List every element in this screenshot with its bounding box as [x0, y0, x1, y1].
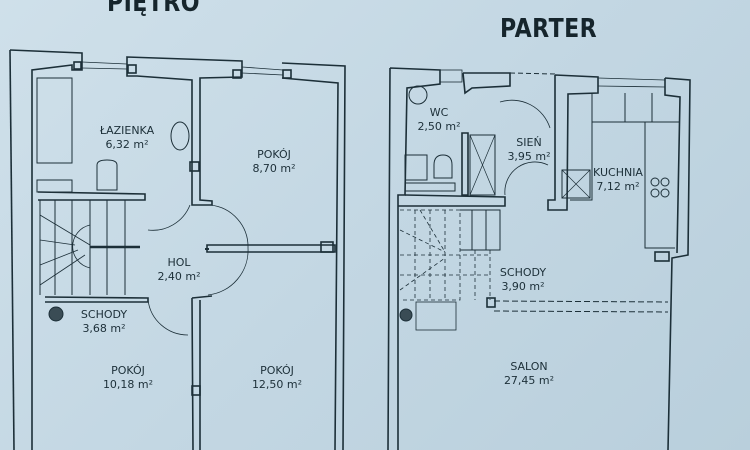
chimney-icon	[399, 308, 413, 322]
room-name: POKÓJ	[111, 364, 145, 377]
room-area: 10,18 m²	[102, 378, 154, 391]
room-name: WC	[429, 106, 449, 119]
staircase-icon	[399, 209, 491, 301]
room-name: POKÓJ	[260, 364, 294, 377]
room-name: SALON	[510, 360, 548, 373]
room-name: KUCHNIA	[593, 166, 643, 179]
room-area: 7,12 m²	[596, 180, 640, 193]
room-name: POKÓJ	[257, 148, 291, 161]
ground-floor-title: PARTER	[500, 14, 598, 44]
toilet-icon	[96, 159, 118, 191]
upper-floor-title: PIĘTRO	[107, 0, 200, 18]
room-name: SIEŃ	[516, 136, 542, 149]
room-area: 2,40 m²	[157, 270, 201, 283]
stove-icon	[650, 177, 670, 198]
room-name: ŁAZIENKA	[99, 124, 155, 137]
door-swing	[147, 299, 189, 336]
room-area: 3,95 m²	[507, 150, 551, 163]
ground-floor-walls	[387, 67, 691, 450]
staircase-icon	[39, 199, 145, 295]
room-area: 2,50 m²	[417, 120, 461, 133]
ground-floor-fixtures	[399, 85, 680, 331]
room-area: 6,32 m²	[105, 138, 149, 151]
room-area: 27,45 m²	[503, 374, 555, 387]
door-swing	[207, 204, 249, 296]
room-area: 12,50 m²	[251, 378, 303, 391]
room-name: HOL	[167, 256, 191, 269]
bathtub-icon	[36, 77, 73, 164]
door-swing	[504, 161, 549, 196]
room-name: SCHODY	[80, 308, 128, 321]
door-swing	[499, 99, 551, 129]
sink-icon	[170, 121, 190, 151]
door-swing	[147, 204, 191, 231]
room-area: 8,70 m²	[252, 162, 296, 175]
room-name: SCHODY	[499, 266, 547, 279]
kitchen-counter	[561, 93, 680, 249]
toilet-icon	[433, 154, 453, 179]
room-area: 3,90 m²	[501, 280, 545, 293]
chimney-icon	[48, 306, 64, 322]
storage-box	[469, 134, 496, 196]
upper-floor-fixtures	[36, 77, 249, 336]
washbasin-icon	[408, 85, 428, 105]
room-area: 3,68 m²	[82, 322, 126, 335]
